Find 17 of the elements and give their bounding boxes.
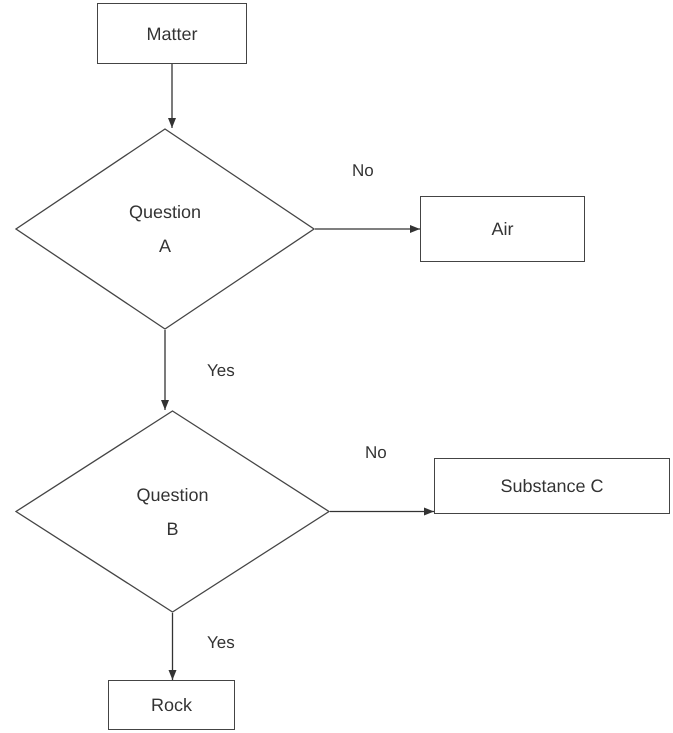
node-text: Matter — [146, 22, 198, 46]
arrow — [161, 330, 169, 410]
node-text: Air — [492, 218, 514, 241]
decision-diamond — [15, 410, 330, 613]
node-text: Question B — [135, 484, 210, 540]
node-text: Substance C — [500, 475, 604, 498]
process-box — [108, 680, 235, 730]
process-box — [434, 458, 670, 514]
arrow — [330, 508, 434, 516]
arrow — [168, 64, 176, 128]
process-box — [97, 3, 247, 64]
node-text: Rock — [150, 694, 192, 717]
arrow — [168, 613, 176, 680]
process-box — [420, 196, 585, 262]
node-text: Question A — [128, 201, 202, 258]
arrow — [315, 225, 420, 233]
decision-diamond — [15, 128, 315, 330]
